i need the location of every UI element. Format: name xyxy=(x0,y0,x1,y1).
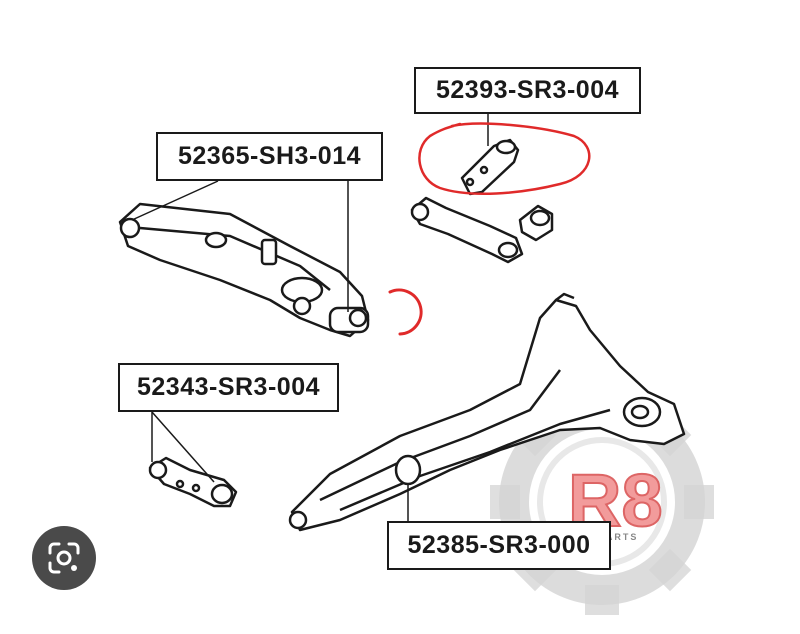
part-number-label: 52343-SR3-004 xyxy=(118,363,339,412)
google-lens-icon xyxy=(48,542,80,574)
highlight-arc xyxy=(388,288,423,336)
part-number-label: 52365-SH3-014 xyxy=(156,132,383,181)
part-number-label: 52385-SR3-000 xyxy=(387,521,611,570)
leader-lines xyxy=(131,114,489,521)
google-lens-button[interactable] xyxy=(32,526,96,590)
upper-control-arm xyxy=(118,202,370,338)
highlight-loop xyxy=(418,122,591,196)
compensator-arm xyxy=(410,196,554,264)
watermark-brand: R8 xyxy=(568,459,663,542)
trailing-arm xyxy=(288,292,686,532)
part-number-label: 52393-SR3-004 xyxy=(414,67,641,114)
lower-link xyxy=(148,456,238,508)
bushing-part xyxy=(460,138,520,196)
